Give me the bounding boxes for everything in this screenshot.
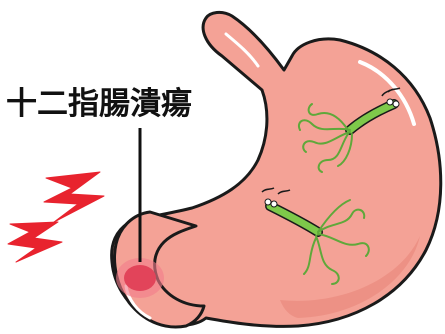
ulcer-spot	[124, 265, 156, 291]
zigzag-pain-icon	[8, 172, 104, 262]
caption-duodenal-ulcer: 十二指腸潰瘍	[6, 84, 192, 124]
